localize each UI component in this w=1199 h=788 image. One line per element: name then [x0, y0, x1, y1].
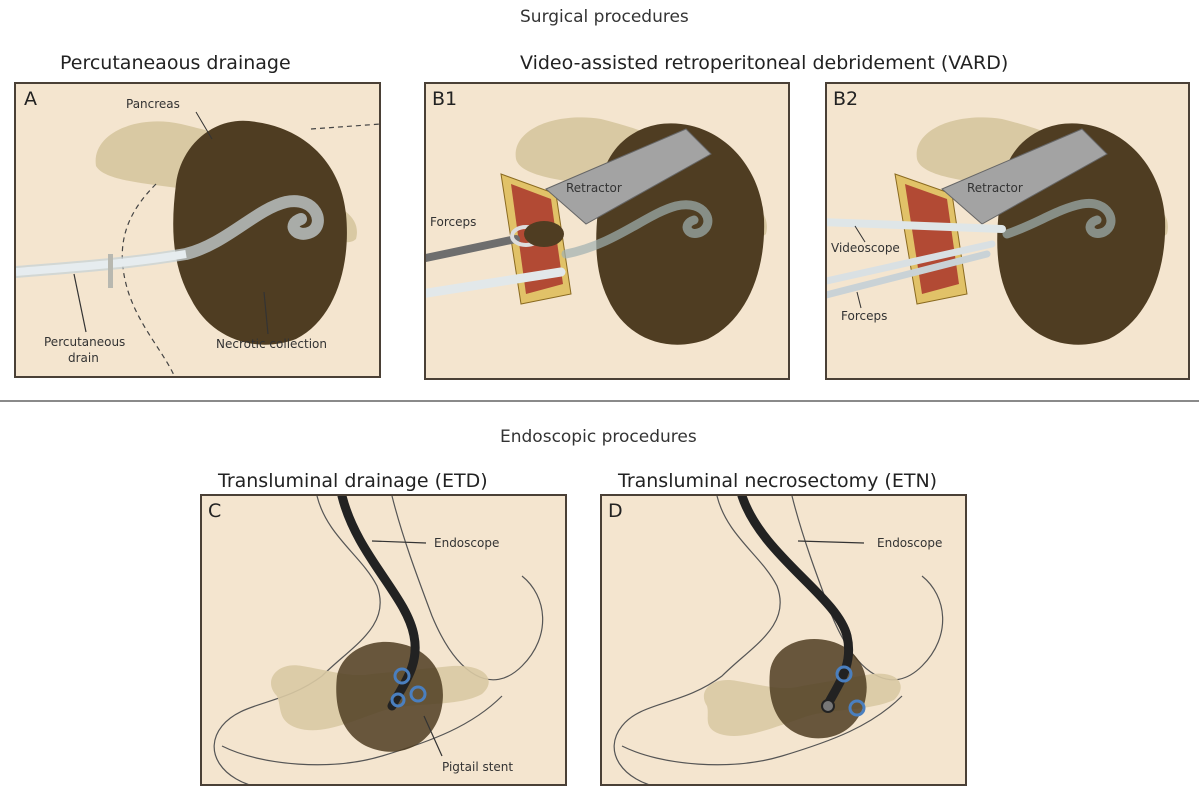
panel-b2: Retractor Videoscope Forceps B2	[825, 82, 1190, 380]
panel-b2-illustration: Retractor Videoscope Forceps	[827, 84, 1190, 380]
necrotic-collection-shape	[173, 121, 347, 345]
subtitle-etn: Transluminal necrosectomy (ETN)	[618, 470, 937, 492]
panel-b1-illustration: Retractor Forceps	[426, 84, 790, 380]
panel-c-letter: C	[208, 500, 221, 522]
videoscope-shaft	[827, 222, 1002, 229]
endoscope-pointer	[798, 541, 864, 543]
panel-b1-letter: B1	[432, 88, 457, 110]
necrotic-fragment	[524, 221, 564, 247]
endoscope-tip	[822, 700, 834, 712]
forceps-shaft	[426, 239, 516, 259]
forceps-label: Forceps	[841, 309, 887, 323]
panel-d: Endoscope D	[600, 494, 967, 786]
drain-pointer	[74, 274, 86, 332]
subtitle-etd: Transluminal drainage (ETD)	[218, 470, 488, 492]
panel-a-letter: A	[24, 88, 37, 110]
pancreas-label: Pancreas	[126, 97, 180, 111]
endoscopic-heading: Endoscopic procedures	[500, 427, 697, 447]
panel-a-illustration: Pancreas Percutaneous drain Necrotic col…	[16, 84, 381, 378]
drain-label-line1: Percutaneous	[44, 335, 125, 349]
stent-label: Pigtail stent	[442, 760, 513, 774]
retractor-label: Retractor	[967, 181, 1023, 195]
endoscope-pointer	[372, 541, 426, 543]
panel-b2-letter: B2	[833, 88, 858, 110]
videoscope-pointer	[855, 226, 865, 242]
videoscope-label: Videoscope	[831, 241, 900, 255]
subtitle-percutaneous: Percutaneaous drainage	[60, 52, 291, 74]
forceps-pointer	[857, 292, 861, 308]
panel-b1: Retractor Forceps B1	[424, 82, 790, 380]
necrotic-label: Necrotic collection	[216, 337, 327, 351]
necrotic-collection-shape	[336, 642, 443, 752]
endoscope-label: Endoscope	[877, 536, 942, 550]
panel-d-letter: D	[608, 500, 623, 522]
panel-d-illustration: Endoscope	[602, 496, 967, 786]
subtitle-vard: Video-assisted retroperitoneal debrideme…	[520, 52, 1008, 74]
retractor-label: Retractor	[566, 181, 622, 195]
panel-a: Pancreas Percutaneous drain Necrotic col…	[14, 82, 381, 378]
panel-c-illustration: Endoscope Pigtail stent	[202, 496, 567, 786]
forceps-label: Forceps	[430, 215, 476, 229]
endoscope-label: Endoscope	[434, 536, 499, 550]
section-divider	[0, 400, 1199, 402]
surgical-heading: Surgical procedures	[520, 7, 689, 27]
drain-fixation	[108, 254, 113, 288]
panel-c: Endoscope Pigtail stent C	[200, 494, 567, 786]
drain-label-line2: drain	[68, 351, 99, 365]
